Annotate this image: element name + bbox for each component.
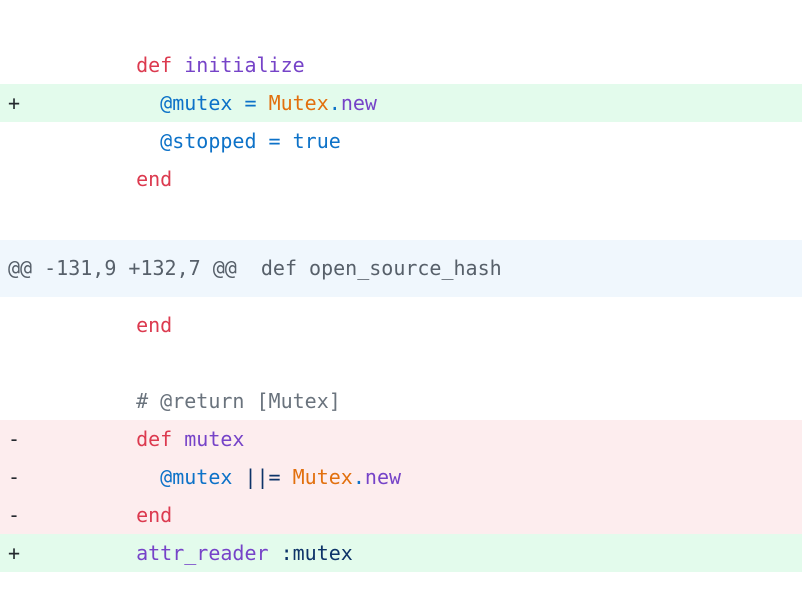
diff-line-marker — [8, 46, 112, 84]
code-token-variable: . — [328, 91, 341, 115]
diff-view: def initialize+ @mutex = Mutex.new @stop… — [0, 8, 802, 572]
code-token-plain — [281, 465, 293, 489]
diff-line-marker — [8, 382, 112, 420]
code-token-plain — [112, 541, 136, 565]
code-token-method: new — [364, 465, 402, 489]
diff-row-blank — [0, 198, 802, 236]
code-token-plain — [112, 465, 160, 489]
diff-row-deletion: - end — [0, 496, 802, 534]
code-line: attr_reader :mutex — [112, 541, 353, 565]
code-token-keyword: def — [136, 427, 173, 451]
code-line: end — [112, 503, 172, 527]
diff-row-blank — [0, 8, 802, 46]
code-token-constant: Mutex — [268, 91, 329, 115]
code-token-plain — [257, 91, 269, 115]
code-token-variable: @stopped — [160, 129, 257, 153]
code-token-symbol: ||= — [244, 465, 281, 489]
diff-row-blank — [0, 344, 802, 382]
code-token-variable: @mutex — [160, 465, 233, 489]
code-token-symbol: :mutex — [280, 541, 353, 565]
code-token-plain — [112, 503, 136, 527]
diff-row-context: # @return [Mutex] — [0, 382, 802, 420]
code-line: end — [112, 313, 172, 337]
code-token-plain — [172, 53, 184, 77]
code-token-plain — [232, 465, 244, 489]
diff-row-context: def initialize — [0, 46, 802, 84]
code-token-variable: . — [352, 465, 365, 489]
code-token-plain — [112, 389, 136, 413]
code-token-plain — [112, 313, 136, 337]
code-token-method: initialize — [184, 53, 305, 77]
code-token-plain — [112, 53, 136, 77]
diff-line-marker: - — [8, 503, 21, 527]
diff-line-marker — [8, 160, 112, 198]
code-token-plain — [112, 427, 136, 451]
diff-row-deletion: - @mutex ||= Mutex.new — [0, 458, 802, 496]
code-line: @mutex = Mutex.new — [112, 91, 377, 115]
code-token-plain — [232, 91, 244, 115]
code-token-method: mutex — [184, 427, 245, 451]
code-token-method: new — [340, 91, 377, 115]
code-token-plain — [112, 91, 160, 115]
diff-row-context: end — [0, 160, 802, 198]
code-line: @mutex ||= Mutex.new — [112, 465, 401, 489]
diff-line-marker: - — [8, 427, 21, 451]
code-token-comment: # @return [Mutex] — [136, 389, 341, 413]
diff-line-marker: + — [8, 91, 21, 115]
code-token-variable: @mutex — [160, 91, 233, 115]
code-token-method: attr_reader — [136, 541, 269, 565]
code-line: def mutex — [112, 427, 244, 451]
code-token-keyword: def — [136, 53, 173, 77]
code-token-keyword: end — [136, 503, 173, 527]
code-line: end — [112, 167, 172, 191]
diff-row-deletion: - def mutex — [0, 420, 802, 458]
code-line: def initialize — [112, 53, 305, 77]
code-token-plain — [112, 129, 160, 153]
diff-line-marker — [8, 122, 112, 160]
code-token-variable: true — [292, 129, 341, 153]
diff-row-addition: + attr_reader :mutex — [0, 534, 802, 572]
hunk-header: @@ -131,9 +132,7 @@ def open_source_hash — [0, 240, 802, 297]
code-token-keyword: end — [136, 167, 173, 191]
code-line: @stopped = true — [112, 129, 341, 153]
code-token-constant: Mutex — [292, 465, 353, 489]
code-token-plain — [281, 129, 293, 153]
code-token-variable: = — [268, 129, 281, 153]
diff-line-marker: - — [8, 465, 21, 489]
diff-line-marker — [8, 306, 112, 344]
diff-line-marker: + — [8, 541, 21, 565]
code-token-plain — [112, 167, 136, 191]
diff-row-context: @stopped = true — [0, 122, 802, 160]
code-line: # @return [Mutex] — [112, 389, 341, 413]
code-token-plain — [269, 541, 281, 565]
diff-row-addition: + @mutex = Mutex.new — [0, 84, 802, 122]
code-token-plain — [257, 129, 269, 153]
diff-row-context: end — [0, 306, 802, 344]
code-token-keyword: end — [136, 313, 173, 337]
code-token-variable: = — [244, 91, 257, 115]
hunk-header-text: @@ -131,9 +132,7 @@ def open_source_hash — [8, 256, 502, 280]
code-token-plain — [172, 427, 184, 451]
